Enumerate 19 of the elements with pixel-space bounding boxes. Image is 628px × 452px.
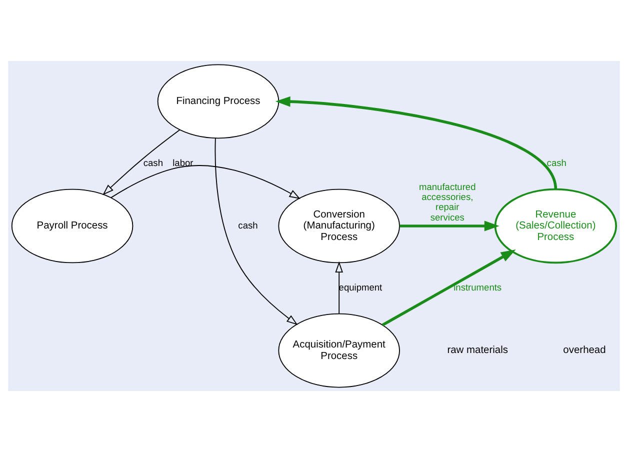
- edge-label: manufactured accessories, repair services: [419, 182, 476, 222]
- edge-label: instruments: [454, 282, 502, 293]
- node-ellipse: Payroll Process: [11, 188, 134, 264]
- edge-label: labor: [172, 158, 194, 168]
- arrow: [335, 261, 343, 314]
- edge-label: cash: [238, 220, 258, 230]
- arrow: [275, 96, 558, 190]
- arrow: [102, 129, 180, 196]
- arrow: [110, 165, 300, 199]
- edge-label: cash: [143, 158, 163, 168]
- arrow: [382, 250, 516, 326]
- arrow: [400, 220, 500, 232]
- edge-label: equipment: [338, 282, 382, 293]
- node-ellipse: Revenue (Sales/Collection) Process: [494, 188, 618, 264]
- label: raw materials: [447, 345, 508, 356]
- arrow: [214, 138, 298, 325]
- label: overhead: [563, 345, 606, 356]
- node-ellipse: Financing Process: [157, 64, 280, 139]
- edge-label: cash: [546, 158, 566, 168]
